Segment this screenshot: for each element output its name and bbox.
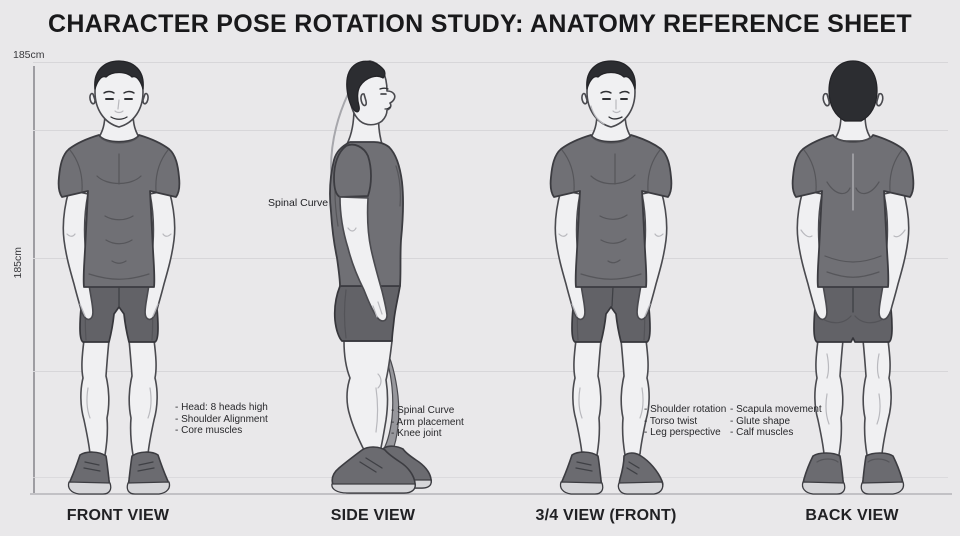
tq-hair [586,60,636,90]
gridline-waist [33,258,948,259]
note-line: - Torso twist [644,415,698,427]
side-view-label: SIDE VIEW [330,507,416,524]
back-view-label: BACK VIEW [805,507,899,524]
tq-face [590,90,630,125]
gridline-ankle [33,477,948,478]
ground-line [30,493,952,495]
note-line: - Leg perspective [644,427,721,438]
page-title: CHARACTER POSE ROTATION STUDY: ANATOMY R… [48,10,912,38]
spinal-curve-label: Spinal Curve [268,197,329,209]
back-legs [814,339,892,458]
side-view-notes: - Spinal Curve - Arm placement - Knee jo… [391,405,464,440]
note-line: - Head: 8 heads high [175,402,268,413]
side-arm [339,196,388,322]
height-measurement-vertical-label: 185cm [12,247,24,279]
front-view-notes: - Head: 8 heads high - Shoulder Alignmen… [175,402,268,437]
back-shorts [813,285,893,343]
side-leg [343,340,393,453]
gridline-shoulder [33,130,948,131]
front-legs [80,339,158,458]
side-sleeve [333,143,372,198]
tq-shoes [559,451,664,495]
back-head-hair [828,60,878,122]
side-ear [360,93,367,107]
height-measurement-label: 185cm [13,49,45,61]
front-view-label: FRONT VIEW [66,507,170,524]
gridline-knee [33,371,948,372]
three-quarter-view-figure [549,60,673,495]
tq-shorts [571,285,651,343]
back-shirt [791,134,915,288]
note-line: - Scapula movement [730,404,822,415]
note-line: - Arm placement [391,416,464,428]
tq-ear [581,92,588,105]
front-shirt [57,134,181,288]
note-line: - Shoulder rotation [644,404,727,415]
tq-legs [572,339,650,458]
note-line: - Glute shape [730,415,791,427]
note-line: - Spinal Curve [391,405,455,416]
side-face [379,87,391,110]
front-shoes [67,451,171,495]
side-hair [346,60,386,113]
note-line: - Calf muscles [730,427,794,438]
gridline-head-top [33,62,948,63]
back-view-figure [791,60,915,495]
front-view-figure [57,60,181,495]
front-ears [89,92,149,105]
note-line: - Core muscles [175,425,243,436]
height-ruler-line [33,66,35,494]
three-quarter-view-label: 3/4 VIEW (FRONT) [535,507,677,524]
back-ears [822,92,884,107]
three-quarter-view-notes-col2: - Scapula movement - Glute shape - Calf … [730,404,822,439]
side-shoe [331,446,416,494]
front-hair [94,60,144,90]
note-line: - Shoulder Alignment [175,413,268,425]
side-view-figure [329,60,432,494]
front-face [103,90,135,120]
back-shoes [801,452,905,495]
tq-shirt [549,134,673,288]
three-quarter-view-notes-col1: - Shoulder rotation - Torso twist - Leg … [644,404,726,439]
note-line: - Knee joint [391,428,442,439]
